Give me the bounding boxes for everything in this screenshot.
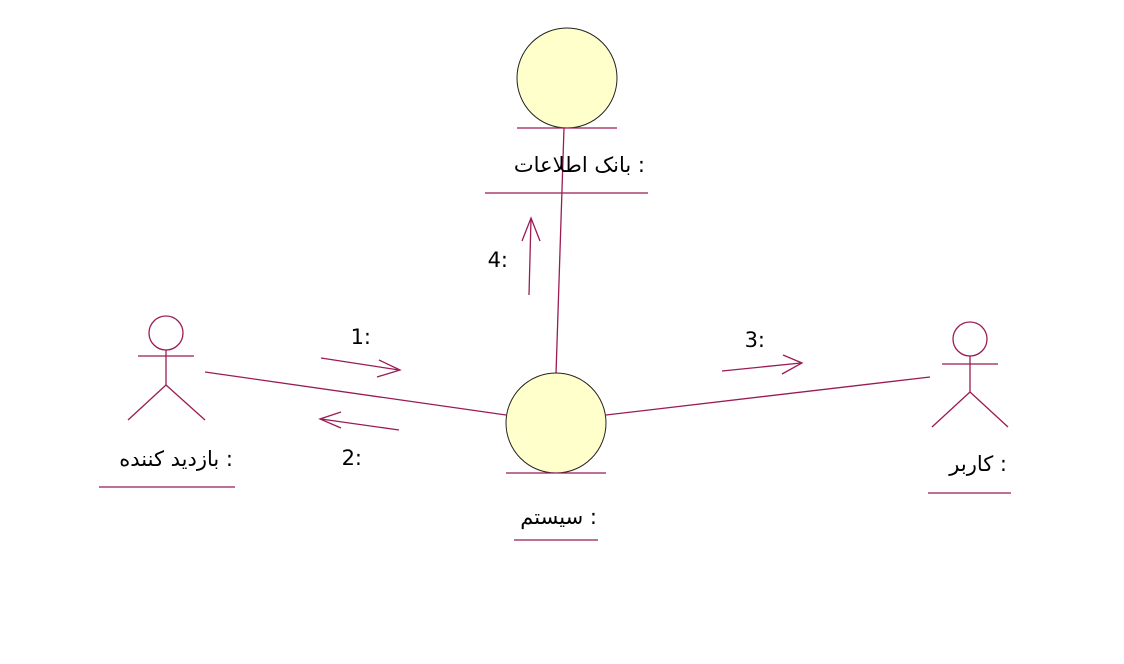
database-entity-circle: [516, 27, 618, 129]
link-system-database: [555, 127, 565, 375]
message-1-arrow: [320, 357, 402, 378]
database-entity[interactable]: [516, 27, 618, 129]
database-label: بانک اطلاعات :: [514, 153, 645, 177]
message-3-arrow: [721, 354, 804, 375]
user-actor-leg-right: [969, 391, 1009, 428]
message-4-arrow: [521, 216, 541, 296]
visitor-actor[interactable]: [127, 315, 206, 421]
link-system-user: [605, 376, 931, 416]
visitor-actor-leg-right: [165, 384, 206, 421]
link-visitor-system: [204, 371, 507, 416]
system-entity[interactable]: [505, 372, 607, 474]
visitor-actor-head: [148, 315, 184, 351]
message-1-label: 1:: [351, 325, 371, 349]
message-3-label: 3:: [745, 328, 765, 352]
system-label: سیستم :: [520, 505, 597, 530]
message-2-arrow: [318, 411, 400, 431]
visitor-actor-leg-left: [127, 384, 167, 421]
user-actor[interactable]: [931, 321, 1009, 428]
system-entity-circle: [505, 372, 607, 474]
user-label: کاربر :: [948, 452, 1007, 476]
user-actor-head: [952, 321, 988, 357]
message-2-label: 2:: [342, 446, 362, 470]
message-4-label: 4:: [488, 248, 508, 272]
user-actor-leg-left: [931, 391, 971, 428]
visitor-label: بازدید کننده :: [119, 447, 233, 471]
